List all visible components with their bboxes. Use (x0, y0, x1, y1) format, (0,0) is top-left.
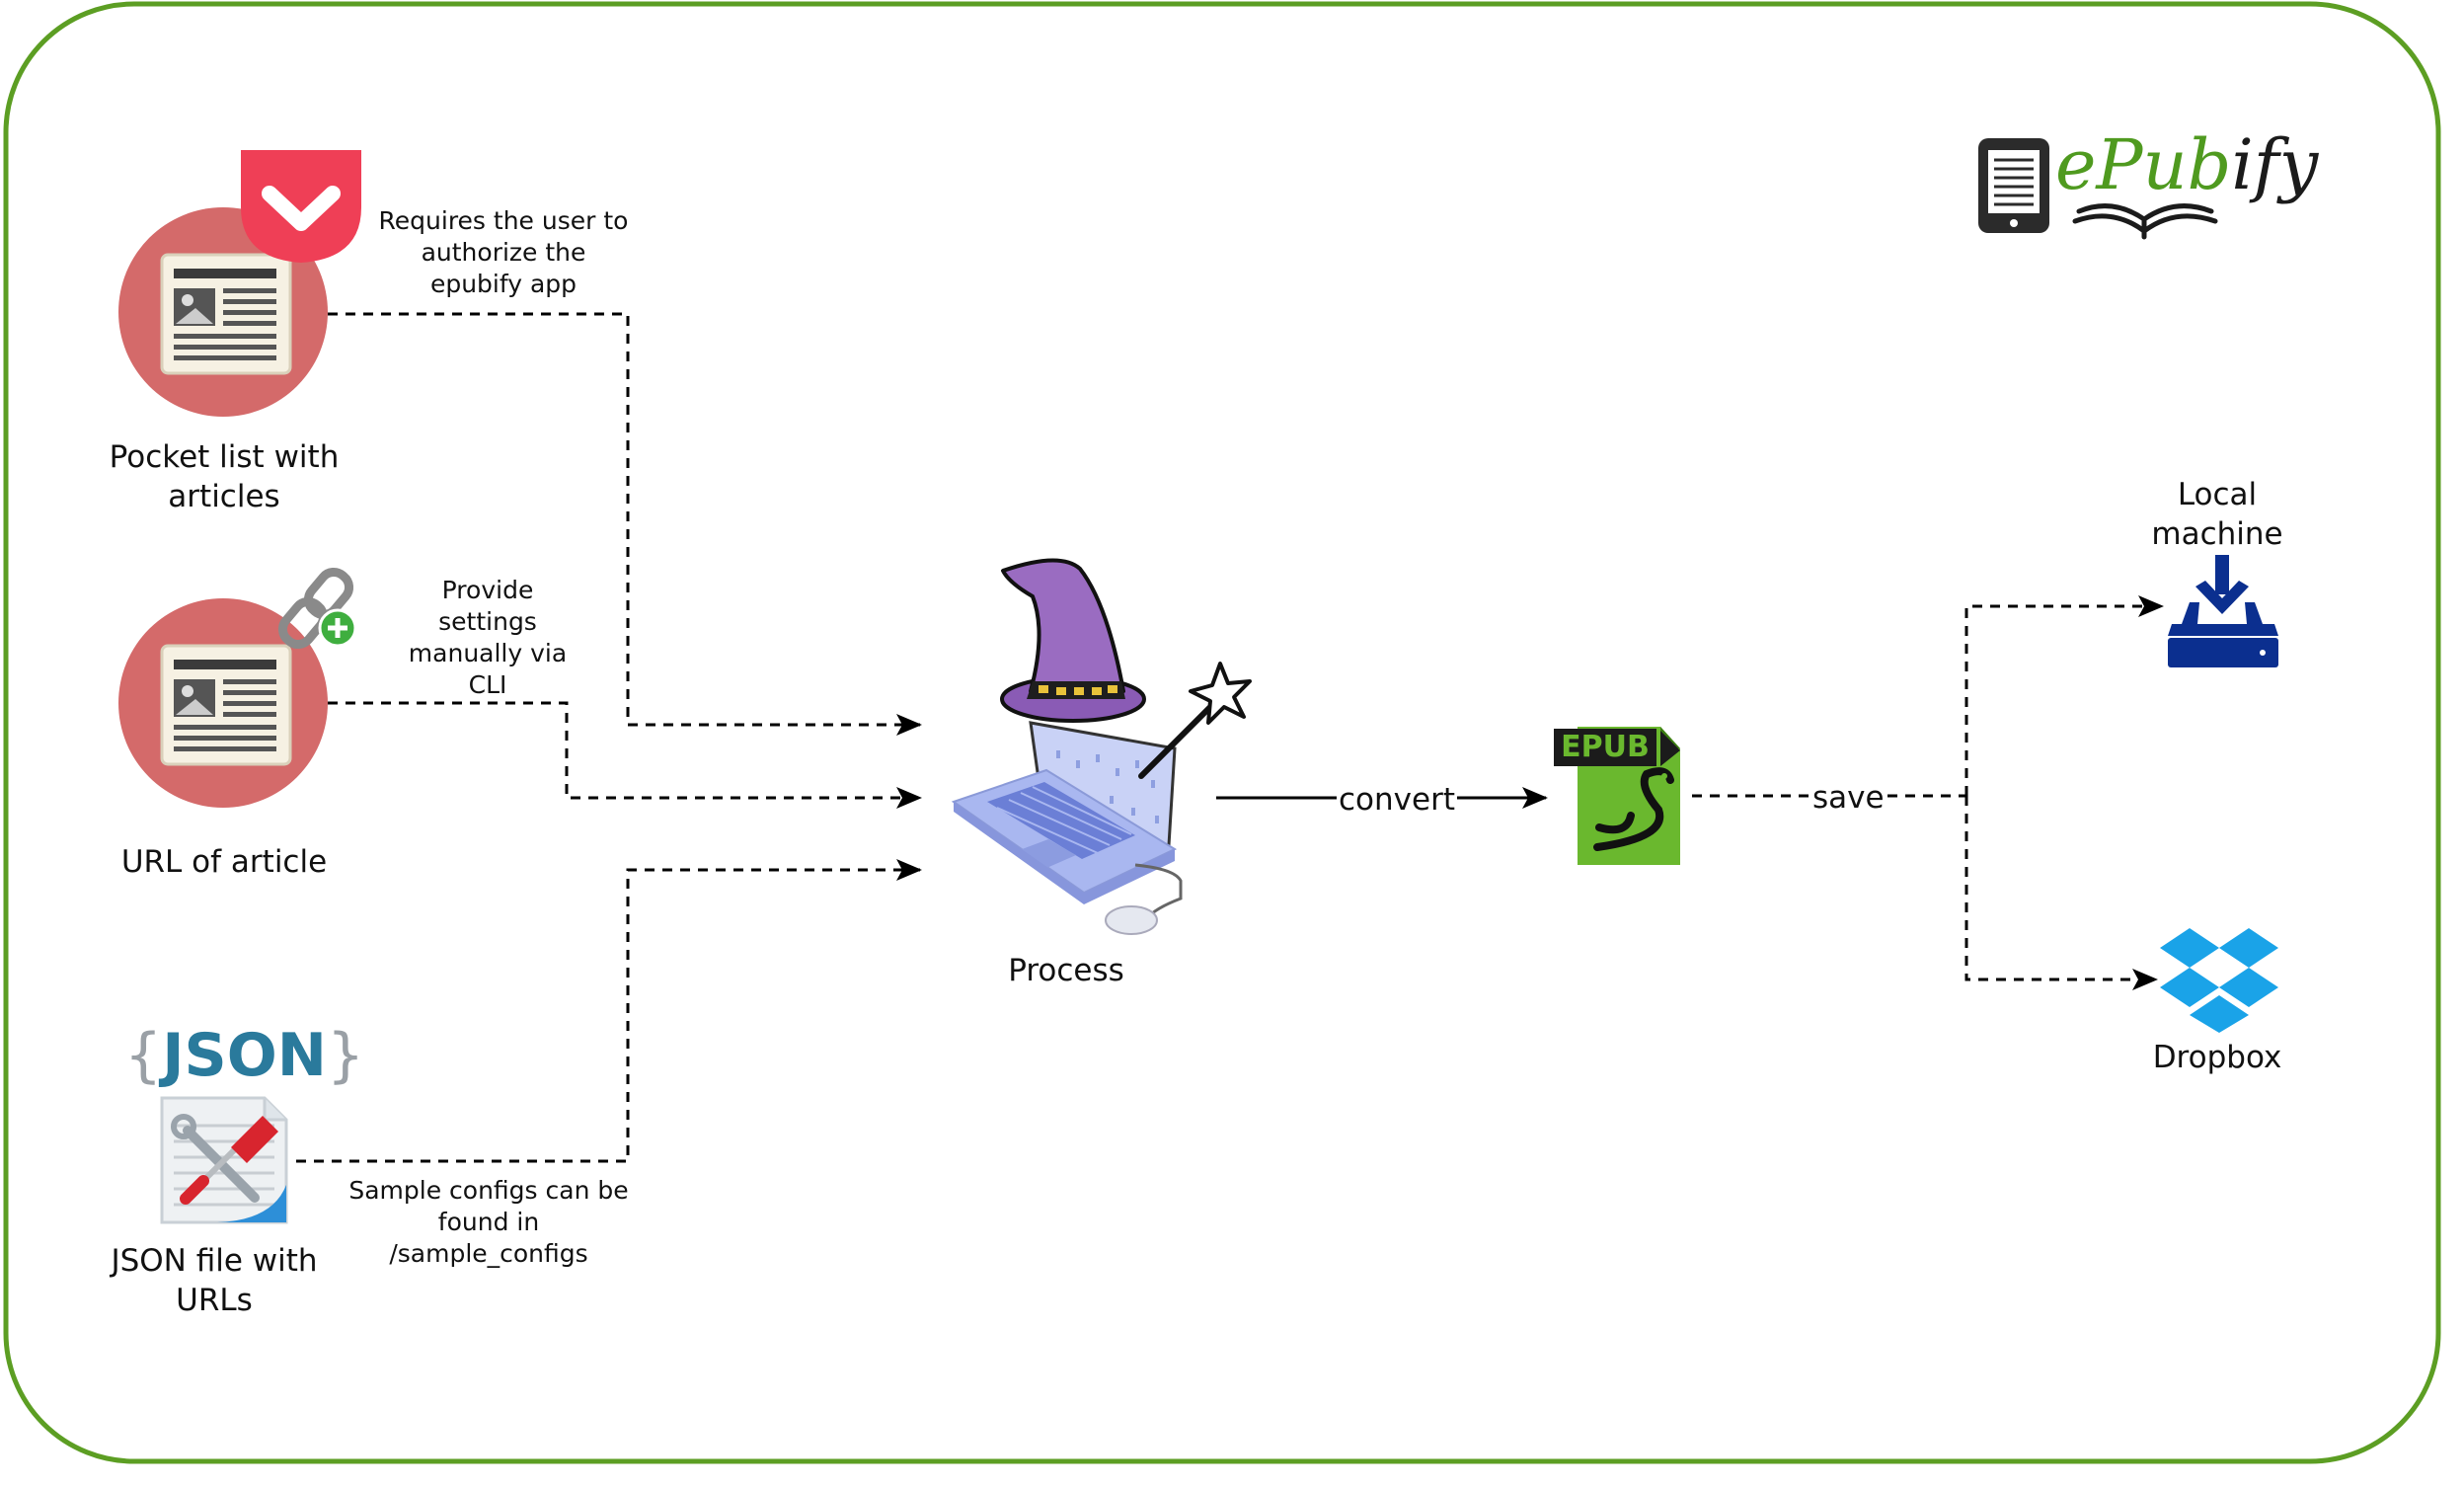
dropbox-icon (2160, 928, 2278, 1033)
local-download-drive-icon (2168, 555, 2278, 667)
pocket-logo-icon (241, 150, 361, 263)
json-brace-open: { (124, 1021, 163, 1090)
edge-pocket-to-process (328, 312, 922, 736)
json-brace-close: } (326, 1021, 365, 1090)
epub-file-icon (1554, 727, 1680, 865)
url-article-icon (118, 598, 328, 808)
epub-badge-text: EPUB (1561, 730, 1650, 764)
json-node-label: JSON file with URLs (111, 1243, 318, 1318)
edge-label-convert: convert (1337, 782, 1457, 818)
url-node-label: URL of article (120, 844, 328, 880)
diagram-frame (3, 1, 2441, 1464)
wizard-hat-icon (1000, 558, 1146, 723)
edge-url-to-process (328, 701, 922, 809)
pocket-node-label: Pocket list with articles (109, 439, 340, 514)
logo-text-epub: ePub (2055, 124, 2232, 205)
pocket-article-icon (118, 207, 328, 417)
open-book-icon (2072, 203, 2218, 240)
json-config-file-icon (160, 1096, 288, 1224)
ereader-icon (1978, 138, 2049, 233)
link-add-icon (277, 567, 357, 650)
edge-label-save: save (1810, 780, 1886, 816)
json-badge-text: JSON (162, 1021, 327, 1090)
url-annotation: Provide settings manually via CLI (408, 576, 568, 699)
epubify-logo: ePubify (2055, 124, 2318, 205)
edge-save-to-dropbox (1964, 796, 2158, 990)
wizard-laptop-icon (951, 662, 1252, 935)
process-node-label: Process (1008, 953, 1124, 988)
logo-text-ify: ify (2231, 124, 2319, 205)
connectors (296, 312, 2164, 1163)
json-badge: {JSON} (124, 1021, 364, 1090)
edge-save-to-local (1964, 595, 2164, 796)
pocket-annotation: Requires the user to authorize the epubi… (378, 206, 629, 298)
json-annotation: Sample configs can be found in /sample_c… (348, 1176, 629, 1268)
dropbox-node-label: Dropbox (2152, 1040, 2282, 1075)
edge-json-to-process (296, 859, 922, 1163)
local-node-label: Local machine (2151, 477, 2283, 552)
